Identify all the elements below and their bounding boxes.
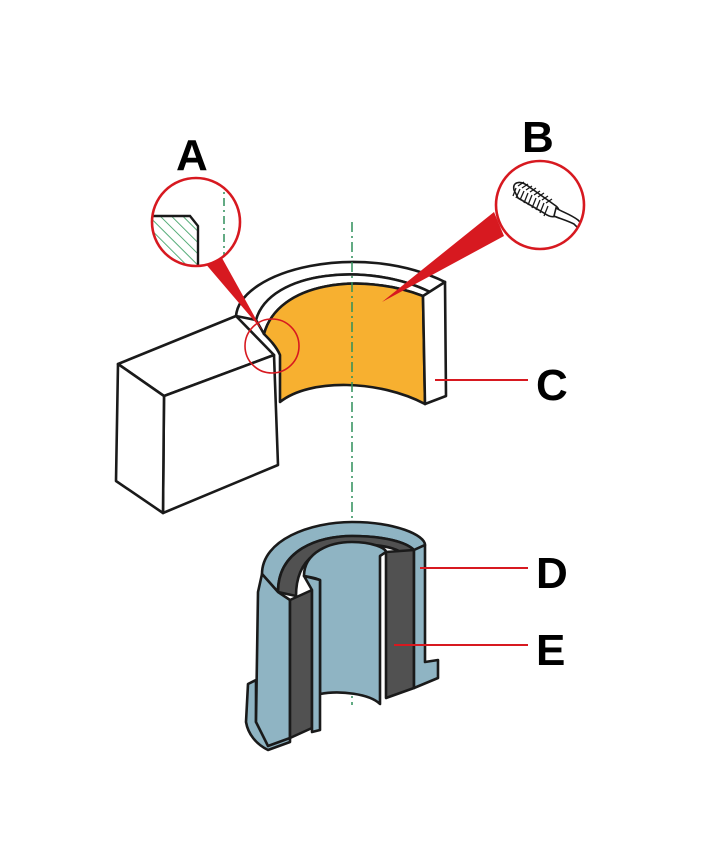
housing-side-face [114,362,166,515]
label-a: A [176,131,208,180]
label-e: E [536,626,565,675]
label-b: B [522,113,554,162]
bush-liner-left [288,588,314,740]
label-d: D [536,549,568,598]
bush-component [244,520,440,752]
detail-a-target-circle [244,318,300,374]
detail-a-circle [150,176,242,268]
bush-outer-right [412,543,440,690]
housing-right-face [421,280,448,406]
bush-inner-tube-left-wall [302,574,322,734]
housing-block [114,260,448,515]
bush-liner-right [384,548,416,700]
bush-outer-left [254,572,292,748]
detail-b-callout [382,159,586,302]
detail-a-leader [204,258,262,330]
detail-b-circle [494,159,586,251]
label-c: C [536,361,568,410]
brush-icon [512,181,584,232]
bore-surface [262,282,427,406]
detail-b-leader [382,212,504,302]
